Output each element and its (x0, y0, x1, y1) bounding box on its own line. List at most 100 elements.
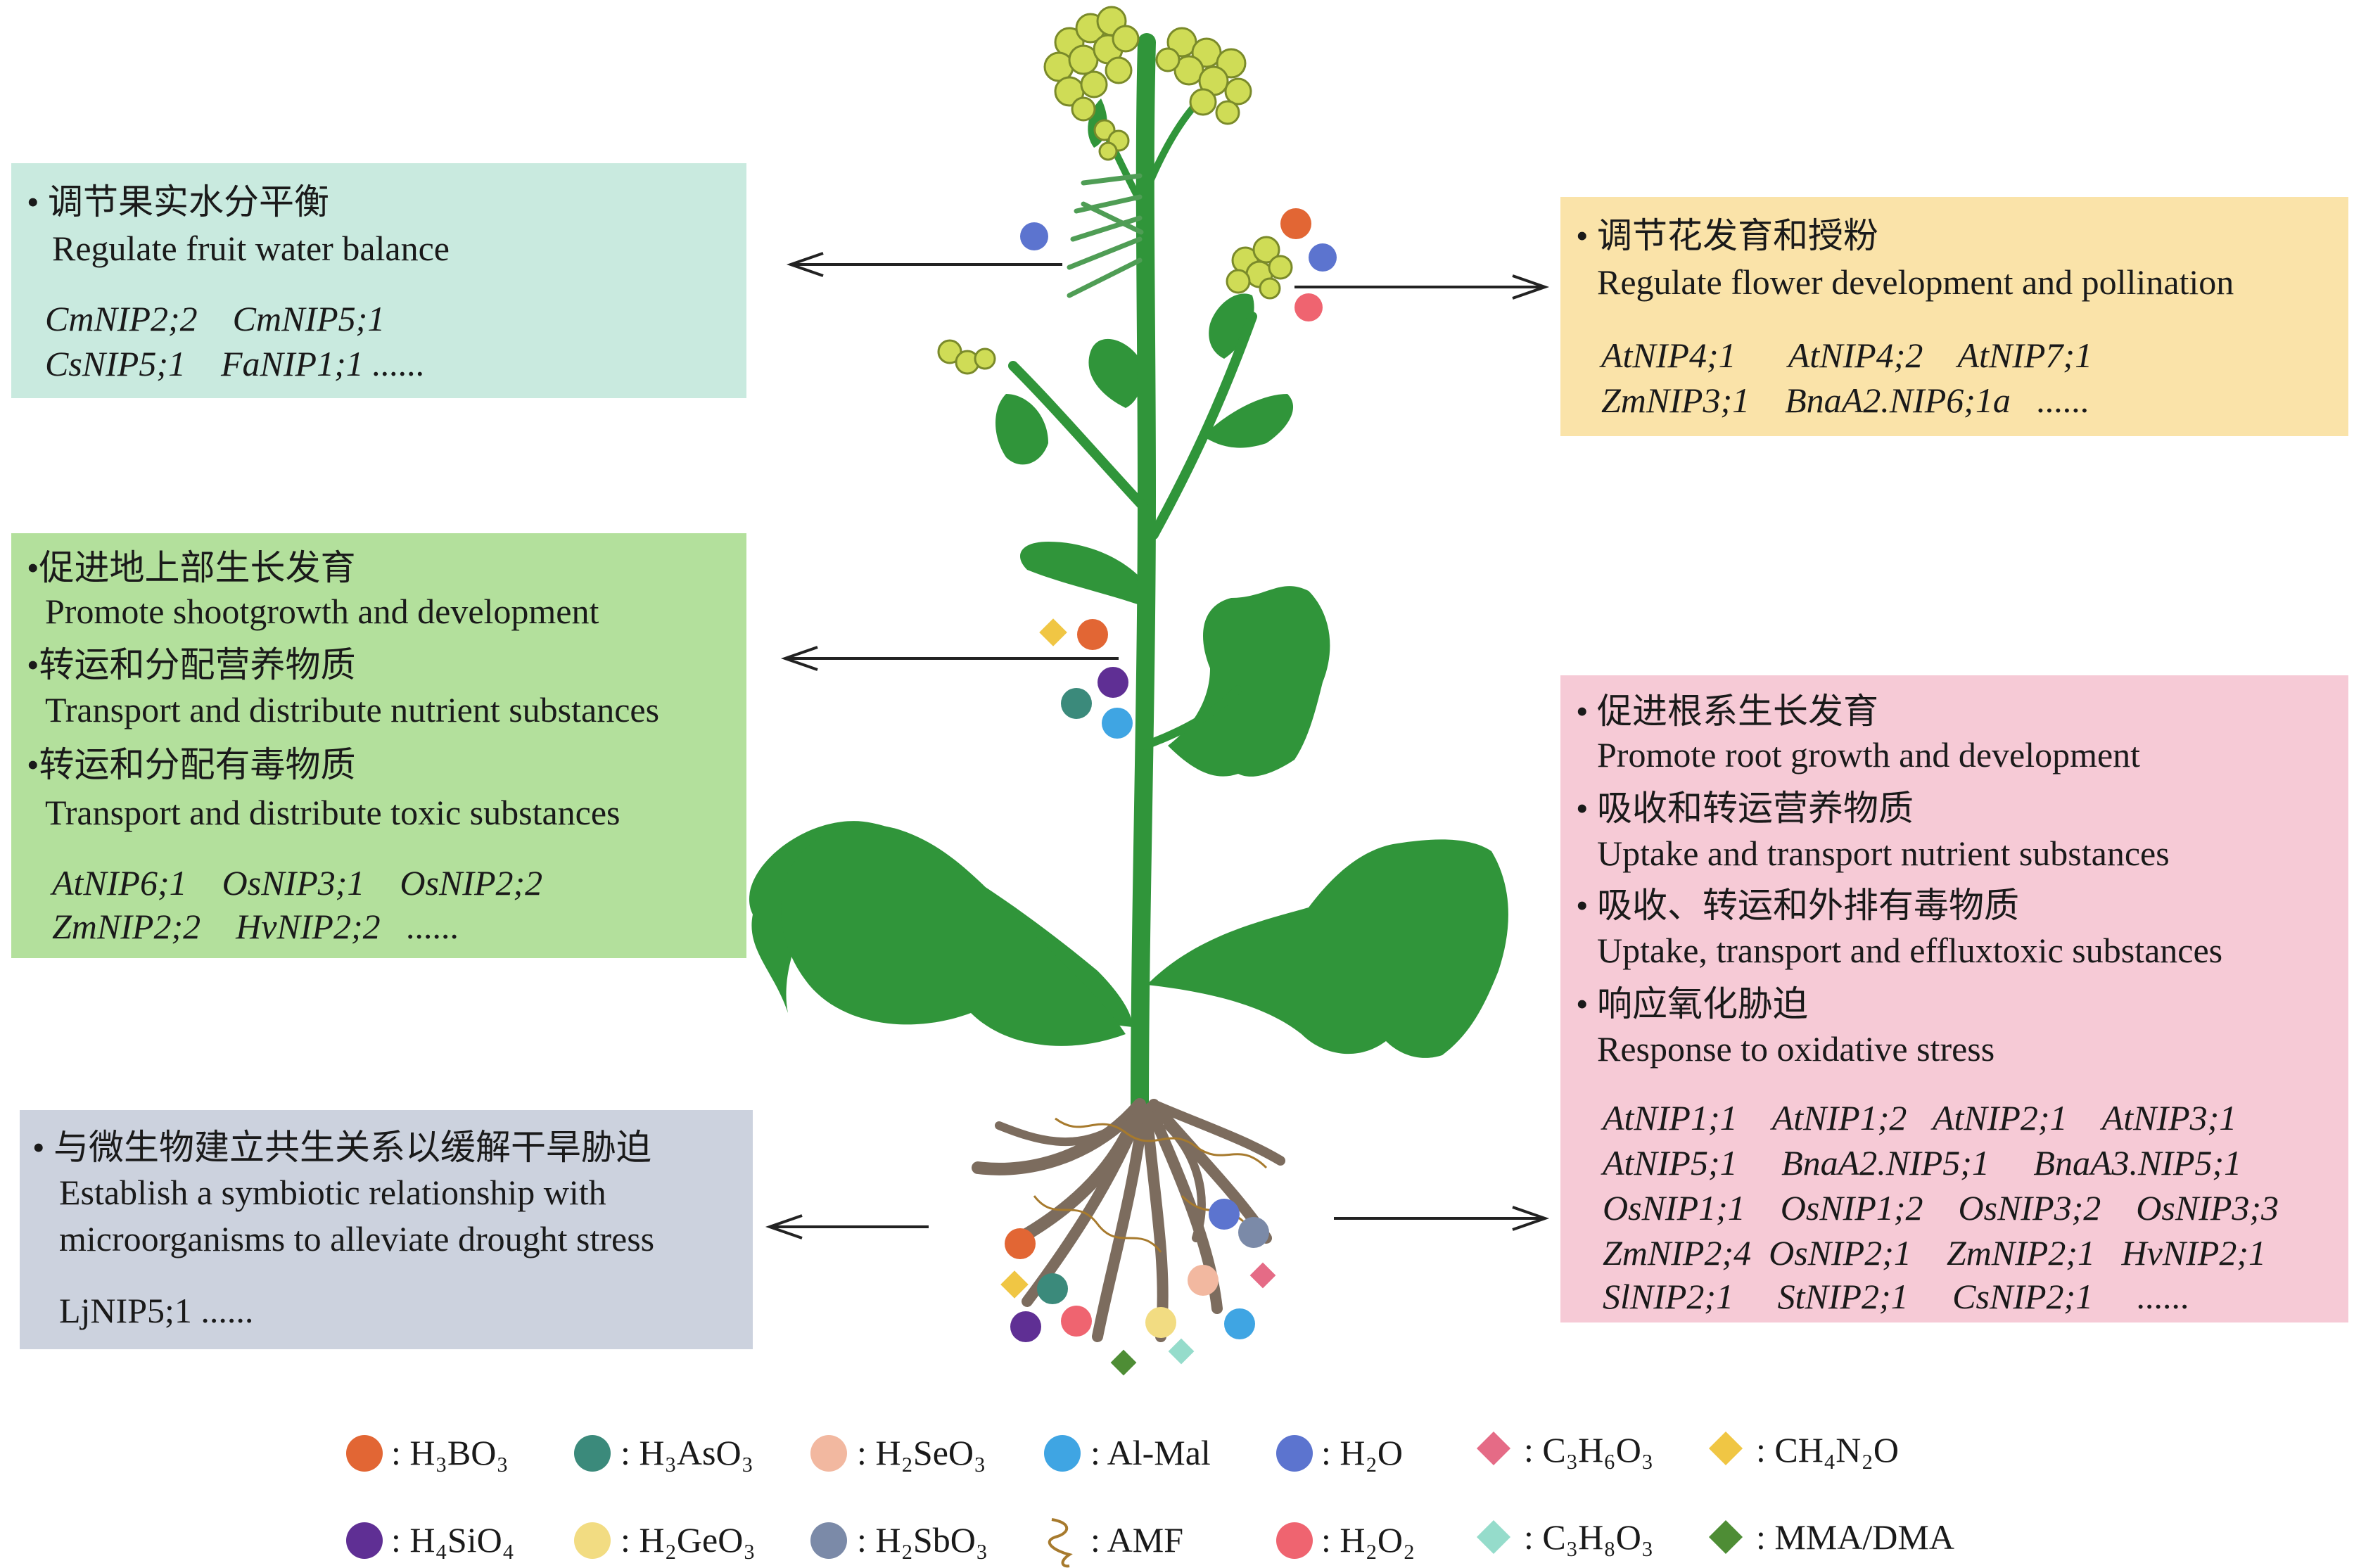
legend-h3aso3-label: : H₃AsO₃ (621, 1433, 754, 1472)
legend-mma-dma-label: : MMA/DMA (1756, 1517, 1954, 1557)
h2seo3-molecule (1188, 1265, 1219, 1296)
legend-mma-dma-icon (1708, 1519, 1743, 1555)
leaf-lower-right (1147, 839, 1508, 1058)
al-mal-molecule (1224, 1308, 1255, 1339)
flower-genes-1: AtNIP4;1 AtNIP4;2 AtNIP7;1 (1601, 336, 2093, 375)
legend-h2geo3-label: : H₂GeO₃ (621, 1520, 756, 1560)
legend-c3h8o3-label: : C₃H₈O₃ (1524, 1517, 1654, 1557)
root-item-4-en: Response to oxidative stress (1597, 1029, 1995, 1069)
leaf-lower-left-body (781, 824, 1126, 1046)
shoot-item-2-en: Transport and distribute nutrient substa… (45, 690, 660, 729)
h4sio4-molecule (1098, 667, 1128, 698)
symbiosis-genes: LjNIP5;1 ...... (59, 1291, 254, 1330)
legend-h2o-icon (1276, 1435, 1313, 1472)
root-genes-1: AtNIP1;1 AtNIP1;2 AtNIP2;1 AtNIP3;1 (1603, 1098, 2237, 1137)
seed-pods (1067, 173, 1144, 298)
shoot-item-1-zh: •促进地上部生长发育 (27, 548, 356, 587)
c3h8o3-molecule (1168, 1338, 1195, 1365)
flower-clusters (937, 6, 1293, 375)
symbiosis-title: • 与微生物建立共生关系以缓解干旱胁迫 (32, 1128, 652, 1167)
leaf-middle-left (1020, 542, 1140, 605)
al-mal-molecule (1102, 708, 1133, 739)
ch4n2o-molecule (1000, 1270, 1029, 1299)
legend-h4sio4-icon (346, 1522, 383, 1559)
legend-h2o2-label: : H₂O₂ (1321, 1520, 1415, 1560)
h3aso3-molecule (1037, 1273, 1068, 1304)
legend-ch4n2o-label: : CH₄N₂O (1756, 1430, 1899, 1470)
root-item-2-zh: • 吸收和转运营养物质 (1576, 789, 1914, 828)
legend-h2seo3-icon (810, 1435, 847, 1472)
fruit-genes-2: CsNIP5;1 FaNIP1;1 ...... (45, 344, 426, 383)
legend-amf-icon (1048, 1518, 1073, 1568)
h2o-molecule (1020, 222, 1048, 250)
leaf-middle-right (1168, 586, 1330, 777)
legend-al-mal-label: : Al-Mal (1090, 1433, 1211, 1472)
root-box: • 促进根系生长发育 Promote root growth and devel… (1560, 675, 2348, 1322)
root-genes-4: ZmNIP2;4 OsNIP2;1 ZmNIP2;1 HvNIP2;1 (1603, 1233, 2266, 1273)
h2o-molecule (1309, 243, 1337, 272)
root-item-4-zh: • 响应氧化胁迫 (1576, 984, 1809, 1024)
legend-c3h6o3-label: : C₃H₆O₃ (1524, 1430, 1654, 1470)
leaf-upper-right-2 (1209, 293, 1254, 359)
leaf-upper-left-2 (995, 394, 1048, 465)
h3bo3-molecule (1005, 1228, 1036, 1259)
legend-h2o-label: : H₂O (1321, 1433, 1404, 1472)
root-item-2-en: Uptake and transport nutrient substances (1597, 834, 2170, 873)
leaf-upper-right (1203, 394, 1294, 448)
h2o2-molecule (1294, 293, 1323, 321)
legend-al-mal-icon (1044, 1435, 1081, 1472)
root-genes-2: AtNIP5;1 BnaA2.NIP5;1 BnaA3.NIP5;1 (1603, 1143, 2242, 1183)
leaf-upper-left (1088, 338, 1143, 408)
mma-dma-molecule (1110, 1349, 1137, 1376)
legend-amf-label: : AMF (1090, 1520, 1184, 1560)
shoot-box: •促进地上部生长发育 Promote shootgrowth and devel… (11, 533, 746, 958)
flower-subtitle: Regulate flower development and pollinat… (1597, 262, 2234, 302)
h2o-molecule (1209, 1199, 1240, 1230)
legend-symbols (346, 1431, 1743, 1568)
h2geo3-molecule (1145, 1307, 1176, 1338)
root-item-1-en: Promote root growth and development (1597, 735, 2141, 775)
shoot-item-2-zh: •转运和分配营养物质 (27, 645, 356, 684)
shoot-item-3-en: Transport and distribute toxic substance… (45, 793, 621, 832)
flower-genes-2: ZmNIP3;1 BnaA2.NIP6;1a ...... (1601, 381, 2090, 420)
shoot-item-1-en: Promote shootgrowth and development (45, 592, 599, 631)
flower-title: • 调节花发育和授粉 (1576, 216, 1879, 255)
arrows (765, 252, 1550, 1239)
plant-molecules (1000, 208, 1337, 1376)
root-genes-3: OsNIP1;1 OsNIP1;2 OsNIP3;2 OsNIP3;3 (1603, 1188, 2279, 1228)
flower-box: • 调节花发育和授粉 Regulate flower development a… (1560, 197, 2348, 436)
h2sbo3-molecule (1238, 1217, 1269, 1248)
legend-c3h6o3-icon (1476, 1431, 1511, 1466)
root-item-3-en: Uptake, transport and effluxtoxic substa… (1597, 931, 2223, 970)
h3bo3-molecule (1280, 208, 1311, 239)
h3aso3-molecule (1061, 688, 1092, 719)
legend-h2seo3-label: : H₂SeO₃ (857, 1433, 986, 1472)
root-genes-5: SlNIP2;1 StNIP2;1 CsNIP2;1 ...... (1603, 1277, 2190, 1316)
fruit-genes-1: CmNIP2;2 CmNIP5;1 (45, 299, 386, 338)
legend-h4sio4-label: : H₄SiO₄ (391, 1520, 515, 1560)
shoot-genes-2: ZmNIP2;2 HvNIP2;2 ...... (52, 907, 460, 946)
legend-ch4n2o-icon (1708, 1431, 1743, 1466)
legend-h3aso3-icon (574, 1435, 611, 1472)
legend-h2sbo3-label: : H₂SbO₃ (857, 1520, 988, 1560)
legend-h2o2-icon (1276, 1522, 1313, 1559)
fruit-box: • 调节果实水分平衡 Regulate fruit water balance … (11, 163, 746, 398)
ch4n2o-molecule (1039, 618, 1067, 646)
legend-h2sbo3-icon (810, 1522, 847, 1559)
legend-h2geo3-icon (574, 1522, 611, 1559)
symbiosis-line-1: Establish a symbiotic relationship with (59, 1173, 606, 1212)
shoot-genes-1: AtNIP6;1 OsNIP3;1 OsNIP2;2 (52, 863, 543, 903)
shoot-item-3-zh: •转运和分配有毒物质 (27, 745, 356, 784)
fruit-subtitle: Regulate fruit water balance (52, 229, 450, 268)
h3bo3-molecule (1077, 619, 1108, 650)
c3h6o3-molecule (1249, 1262, 1276, 1289)
symbiosis-line-2: microorganisms to alleviate drought stre… (59, 1219, 655, 1258)
symbiosis-box: • 与微生物建立共生关系以缓解干旱胁迫 Establish a symbioti… (20, 1110, 753, 1349)
fruit-title: • 调节果实水分平衡 (27, 182, 330, 222)
root-item-3-zh: • 吸收、转运和外排有毒物质 (1576, 886, 2020, 925)
legend-c3h8o3-icon (1476, 1519, 1511, 1555)
legend-h3bo3-label: : H₃BO₃ (391, 1433, 509, 1472)
h4sio4-molecule (1010, 1311, 1041, 1342)
root-item-1-zh: • 促进根系生长发育 (1576, 691, 1879, 731)
